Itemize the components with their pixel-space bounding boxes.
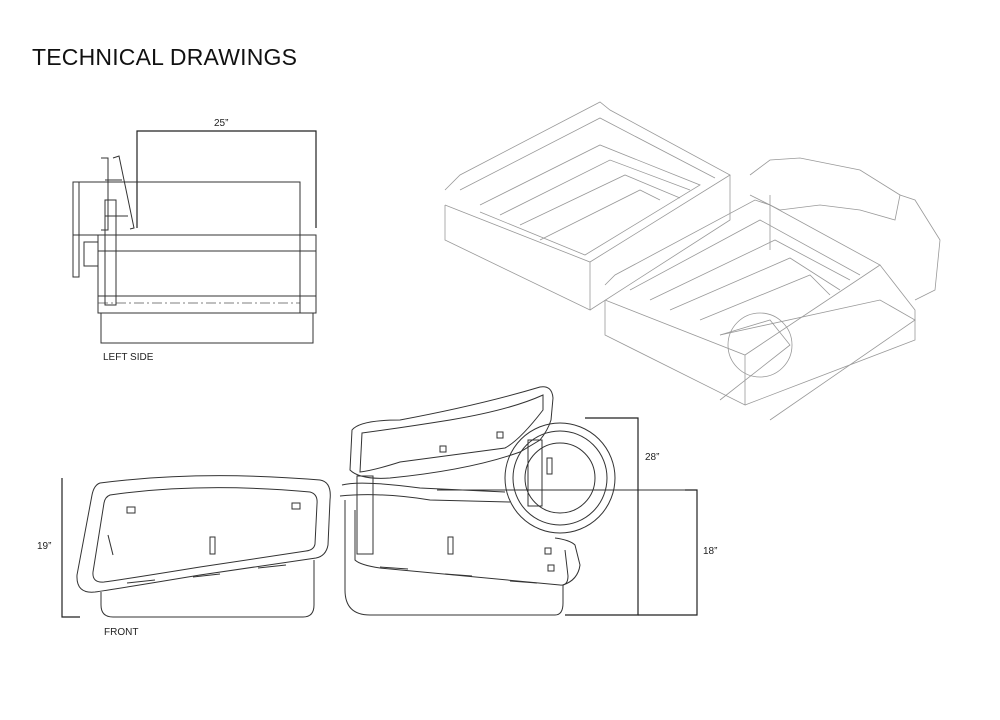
isometric-view xyxy=(444,101,941,421)
dimension-label-28: 28” xyxy=(645,452,660,463)
left-side-label: LEFT SIDE xyxy=(103,352,154,363)
front-view xyxy=(61,386,698,618)
dimension-label-19: 19” xyxy=(37,541,52,552)
left-side-view xyxy=(72,130,317,344)
dimension-label-18: 18” xyxy=(703,546,718,557)
dimension-line-19 xyxy=(61,478,80,618)
front-label: FRONT xyxy=(104,627,139,638)
dimension-label-25: 25” xyxy=(214,118,229,129)
dimension-line-28 xyxy=(565,417,639,616)
page-title: TECHNICAL DRAWINGS xyxy=(32,44,298,70)
dimension-line-18 xyxy=(638,489,698,616)
dimension-line-25 xyxy=(136,130,317,228)
